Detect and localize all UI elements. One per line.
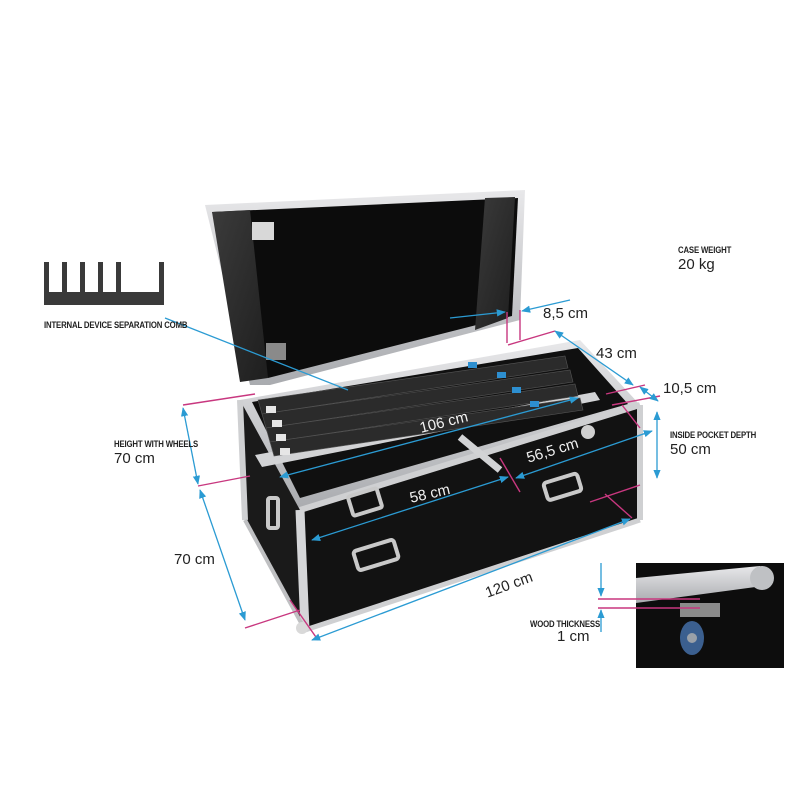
caster-wheel-detail-photo <box>636 563 784 668</box>
inside-pocket-depth-value: 50 cm <box>670 441 711 458</box>
dim-height: 70 cm <box>174 551 215 568</box>
dimension-lines <box>164 299 661 641</box>
inside-pocket-depth-caption: INSIDE POCKET DEPTH <box>670 430 757 441</box>
dim-lid-depth: 8,5 cm <box>543 305 589 322</box>
wood-thickness-caption: WOOD THICKNESS <box>530 619 600 630</box>
dim-depth: 43 cm <box>596 345 637 362</box>
comb-caption: INTERNAL DEVICE SEPARATION COMB <box>44 320 188 331</box>
height-with-wheels-value: 70 cm <box>114 450 155 467</box>
case-weight-value: 20 kg <box>678 256 715 273</box>
case-weight-caption: CASE WEIGHT <box>678 245 732 256</box>
wood-thickness-value: 1 cm <box>557 628 590 645</box>
height-with-wheels-caption: HEIGHT WITH WHEELS <box>114 439 199 450</box>
case-lid <box>205 190 525 385</box>
separation-comb-icon <box>44 262 164 305</box>
dim-pocket-width: 10,5 cm <box>663 380 717 397</box>
